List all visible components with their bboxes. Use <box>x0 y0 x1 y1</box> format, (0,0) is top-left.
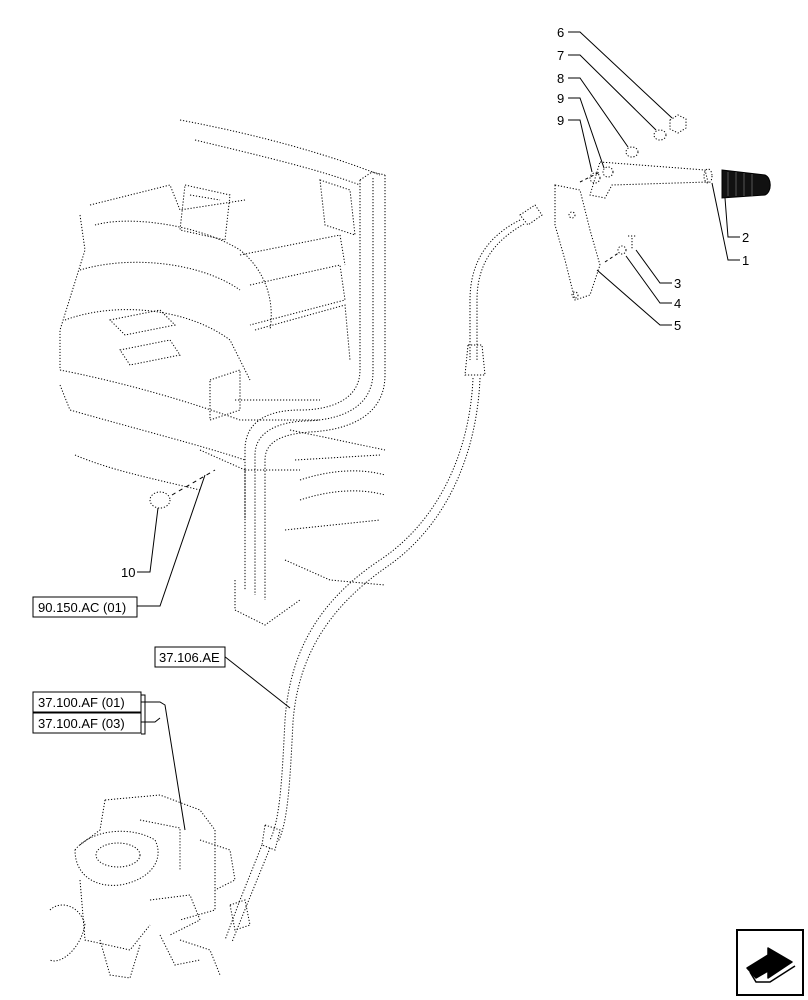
reference-37106-label: 37.106.AE <box>159 650 220 665</box>
leader-lines <box>137 31 740 831</box>
reference-90150-label: 90.150.AC (01) <box>38 600 126 615</box>
callout-2: 2 <box>742 230 749 245</box>
reference-90150[interactable]: 90.150.AC (01) <box>32 596 138 618</box>
reference-37100-01-label: 37.100.AF (01) <box>38 695 125 710</box>
reference-37100-03[interactable]: 37.100.AF (03) <box>32 712 142 734</box>
reference-37100-03-label: 37.100.AF (03) <box>38 716 125 731</box>
nut-part-6 <box>669 114 687 134</box>
bolt-part-3 <box>628 235 636 250</box>
bushing-part-9b <box>589 172 601 184</box>
callout-7: 7 <box>557 48 564 63</box>
callout-8: 8 <box>557 71 564 86</box>
bushing-part-9a <box>602 166 614 178</box>
valve-assembly <box>49 794 251 979</box>
washer-part-7 <box>653 129 667 141</box>
plug-part-10 <box>149 469 216 509</box>
lever-part-1 <box>589 161 709 199</box>
callout-9b: 9 <box>557 113 564 128</box>
cab-floor-assembly <box>59 119 381 520</box>
callout-4: 4 <box>674 296 681 311</box>
callout-1: 1 <box>742 253 749 268</box>
callout-10: 10 <box>121 565 135 580</box>
grip-part-2 <box>721 169 771 199</box>
next-page-arrow-icon[interactable] <box>736 929 804 996</box>
callout-3: 3 <box>674 276 681 291</box>
callout-numbers: 6 7 8 9 9 2 1 3 4 5 10 <box>121 25 749 580</box>
washer-part-4 <box>617 245 627 255</box>
callout-9a: 9 <box>557 91 564 106</box>
bracket-part-5 <box>554 184 601 301</box>
lever-assembly <box>519 114 771 301</box>
control-cable <box>224 219 525 943</box>
reference-37100-01[interactable]: 37.100.AF (01) <box>32 691 146 735</box>
callout-5: 5 <box>674 318 681 333</box>
callout-6: 6 <box>557 25 564 40</box>
washer-part-8 <box>625 146 639 158</box>
frame-tube <box>234 171 386 626</box>
reference-37106[interactable]: 37.106.AE <box>154 646 226 668</box>
